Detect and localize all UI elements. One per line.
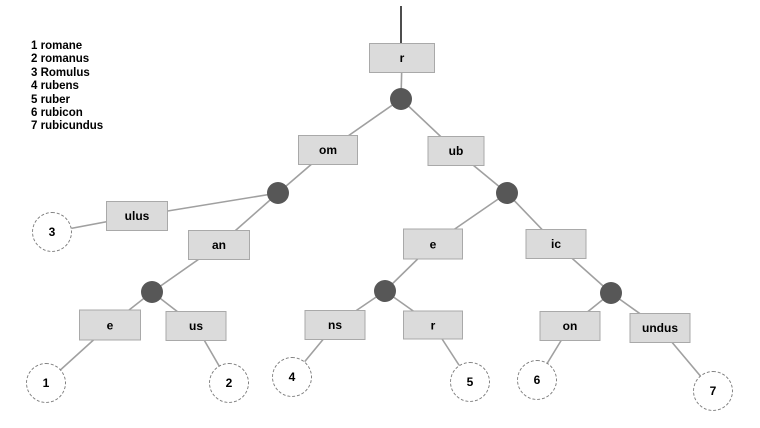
split-dot-ub (496, 182, 518, 204)
node-box-e-left: e (79, 309, 141, 341)
node-box-undus-label: undus (642, 321, 678, 335)
split-dot-an (141, 281, 163, 303)
leaf-circle-6-label: 6 (533, 373, 541, 387)
legend-item-3: 3 Romulus (31, 66, 90, 79)
split-dot-om (267, 182, 289, 204)
node-box-ub: ub (427, 136, 485, 166)
leaf-circle-7: 7 (693, 371, 733, 411)
leaf-circle-3: 3 (32, 212, 72, 252)
legend-item-6: 6 rubicon (31, 107, 83, 120)
split-dot-ic (600, 282, 622, 304)
leaf-circle-5-label: 5 (466, 375, 474, 389)
node-box-ulus-label: ulus (124, 209, 150, 223)
node-box-r2: r (403, 310, 463, 340)
legend-item-1: 1 romane (31, 40, 83, 52)
leaf-circle-3-label: 3 (48, 225, 56, 239)
node-box-ub-label: ub (448, 144, 464, 158)
node-box-e-right: e (403, 228, 463, 260)
leaf-circle-4: 4 (272, 357, 312, 397)
node-box-e-right-label: e (429, 237, 437, 251)
node-box-ns: ns (304, 310, 366, 340)
node-box-an: an (188, 230, 250, 260)
node-box-root-r-label: r (399, 51, 405, 65)
leaf-circle-7-label: 7 (709, 384, 717, 398)
legend-item-7: 7 rubicundus (31, 120, 104, 133)
leaf-circle-1-label: 1 (42, 376, 50, 390)
leaf-circle-5: 5 (450, 362, 490, 402)
legend-item-4: 4 rubens (31, 80, 79, 93)
leaf-circle-2: 2 (209, 363, 249, 403)
node-box-undus: undus (629, 313, 691, 343)
node-box-on: on (539, 311, 601, 341)
node-box-om-label: om (319, 143, 337, 157)
node-box-ic: ic (525, 229, 587, 259)
node-box-an-label: an (211, 238, 226, 252)
node-box-us-label: us (188, 319, 203, 333)
leaf-circle-1: 1 (26, 363, 66, 403)
leaf-circle-2-label: 2 (225, 376, 233, 390)
split-dot-root (390, 88, 412, 110)
split-dot-e (374, 280, 396, 302)
node-box-on-label: on (562, 319, 578, 333)
node-box-om: om (298, 135, 358, 165)
legend-item-5: 5 ruber (31, 93, 70, 106)
node-box-ic-label: ic (550, 237, 561, 251)
node-box-root-r: r (369, 43, 435, 73)
node-box-e-left-label: e (106, 318, 114, 332)
node-box-us: us (165, 311, 227, 341)
node-box-ns-label: ns (327, 318, 342, 332)
legend-item-2: 2 romanus (31, 53, 90, 66)
leaf-circle-4-label: 4 (288, 370, 296, 384)
node-box-ulus: ulus (106, 201, 168, 231)
leaf-circle-6: 6 (517, 360, 557, 400)
node-box-r2-label: r (430, 318, 436, 332)
